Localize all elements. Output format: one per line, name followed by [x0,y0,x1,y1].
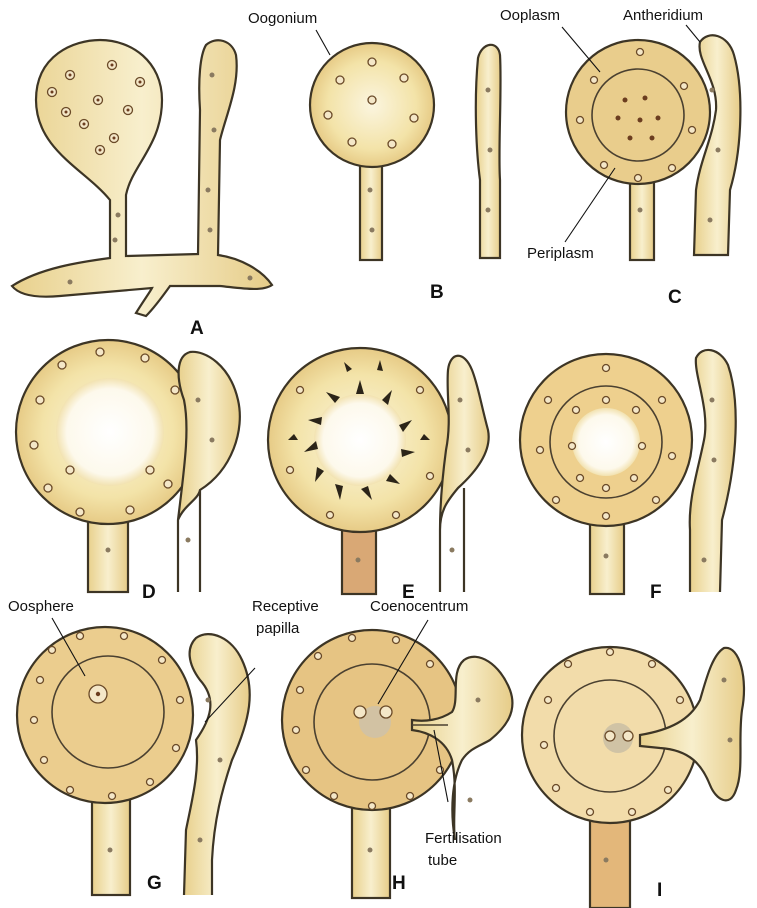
panel-f: F [520,350,736,603]
oogonium-stalk-b [360,160,382,260]
panel-label-i: I [657,880,662,901]
panel-label-g: G [147,873,162,894]
oogonium-stalk-g [92,795,130,895]
panel-i: I [522,647,744,908]
label-periplasm: Periplasm [527,245,594,262]
antheridium-g [184,634,250,895]
vacuole-f [572,408,640,476]
oogonium-c [566,40,710,184]
label-coenocentrum: Coenocentrum [370,598,468,615]
antheridium-d [178,352,240,592]
panel-g: Oosphere Receptive papilla G [8,598,319,895]
panel-label-a: A [190,318,204,339]
antheridium-e [440,356,489,592]
vacuole-e [314,394,406,486]
panel-e: E [268,348,489,603]
label-fertilisation: Fertilisation [425,830,502,847]
label-receptive: Receptive [252,598,319,615]
panel-c: Ooplasm Antheridium Periplasm C [500,7,740,308]
label-oosphere: Oosphere [8,598,74,615]
oogonium-g [17,627,193,803]
panel-a: A [12,40,272,339]
panel-label-f: F [650,582,662,603]
panel-label-c: C [668,287,682,308]
label-antheridium: Antheridium [623,7,703,24]
panel-label-h: H [392,873,406,894]
label-papilla: papilla [256,620,300,637]
label-ooplasm: Ooplasm [500,7,560,24]
panel-d: D [16,340,240,603]
panel-label-b: B [430,282,444,303]
label-tube: tube [428,852,457,869]
panel-b: Oogonium B [248,10,501,303]
antheridium-f [690,350,736,592]
panel-label-d: D [142,582,156,603]
label-oogonium: Oogonium [248,10,317,27]
oogonium-stalk-i [590,810,630,908]
panel-h: Coenocentrum Fertilisation tube H [282,598,512,898]
